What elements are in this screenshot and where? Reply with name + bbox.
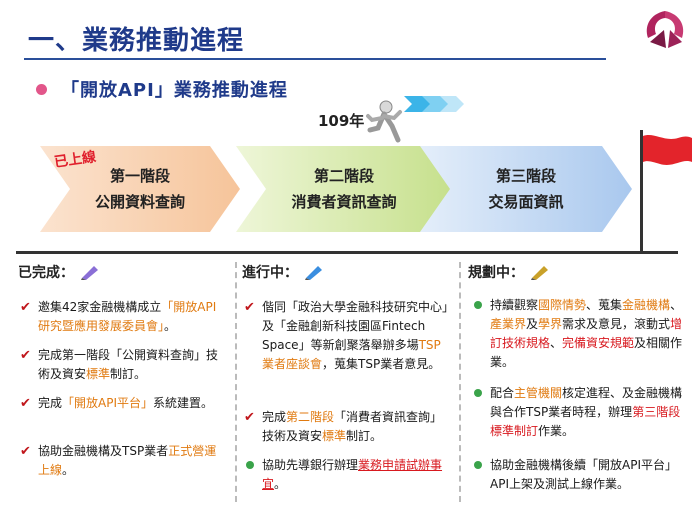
- plan-item-3: 協助金融機構後續「開放API平台」API上架及測試上線作業。: [474, 456, 686, 494]
- timeline-bar: [16, 251, 678, 254]
- column-divider-1: [235, 262, 237, 502]
- plan-column: 規劃中：: [468, 262, 688, 282]
- bullet-icon: [246, 461, 254, 469]
- done-item-4: ✔ 協助金融機構及TSP業者正式營運上線。: [20, 444, 217, 477]
- stage-2-desc: 消費者資訊查詢: [291, 193, 397, 211]
- progress-item-1: ✔ 偕同「政治大學金融科技研究中心」及「金融創新科技園區Fintech Spac…: [244, 300, 449, 371]
- check-icon: ✔: [244, 410, 255, 425]
- progress-item-3: 協助先導銀行辦理業務申請試辦事宜。: [246, 456, 452, 494]
- pencil-icon: [531, 266, 548, 280]
- bullet-icon: [474, 461, 482, 469]
- runner-icon: [366, 100, 402, 143]
- stage-1-name: 第一階段: [109, 167, 170, 185]
- column-divider-2: [459, 262, 461, 502]
- progress-item-2: ✔ 完成第二階段「消費者資訊查詢」技術及資安標準制訂。: [244, 410, 443, 443]
- bullet-icon: [474, 301, 482, 309]
- stage-2-name: 第二階段: [313, 167, 374, 185]
- pencil-icon: [305, 266, 322, 280]
- progress-heading: 進行中：: [242, 262, 454, 282]
- page-title: 一、業務推動進程: [28, 26, 245, 56]
- pencil-icon: [81, 266, 98, 280]
- done-item-2: ✔ 完成第一階段「公開資料查詢」技術及資安標準制訂。: [20, 348, 219, 381]
- stage-3: 第三階段 交易面資訊: [420, 146, 632, 232]
- flag-icon: [640, 130, 692, 254]
- check-icon: ✔: [20, 348, 31, 363]
- done-heading: 已完成：: [18, 262, 230, 282]
- check-icon: ✔: [244, 300, 255, 315]
- stage-1: 第一階段 公開資料查詢: [40, 146, 240, 232]
- done-item-1: ✔ 邀集42家金融機構成立「開放API研究暨應用發展委員會」。: [20, 300, 217, 333]
- subtitle: 「開放API」業務推動進程: [61, 80, 288, 101]
- done-column: 已完成：: [18, 262, 230, 282]
- stage-1-desc: 公開資料查詢: [94, 193, 185, 211]
- subtitle-row: 「開放API」業務推動進程: [36, 76, 288, 102]
- done-item-3: ✔ 完成「開放API平台」系統建置。: [20, 396, 214, 411]
- stage-3-desc: 交易面資訊: [488, 193, 564, 211]
- progress-column: 進行中：: [242, 262, 454, 282]
- plan-heading: 規劃中：: [468, 262, 688, 282]
- speed-arrows-icon: [404, 96, 464, 112]
- check-icon: ✔: [20, 396, 31, 411]
- bullet-icon: [474, 389, 482, 397]
- plan-item-1: 持續觀察國際情勢、蒐集金融機構、產業界及學界需求及意見，滾動式增訂技術規格、完備…: [474, 296, 686, 372]
- year-label: 109年: [318, 112, 365, 130]
- stage-3-name: 第三階段: [495, 167, 556, 185]
- logo-icon: [646, 11, 684, 48]
- check-icon: ✔: [20, 444, 31, 459]
- title-underline: [24, 58, 606, 60]
- bullet-icon: [36, 83, 47, 95]
- check-icon: ✔: [20, 300, 31, 315]
- stage-2: 第二階段 消費者資訊查詢: [236, 146, 452, 232]
- plan-item-2: 配合主管機關核定進程、及金融機構與合作TSP業者時程，辦理第三階段標準制訂作業。: [474, 384, 686, 441]
